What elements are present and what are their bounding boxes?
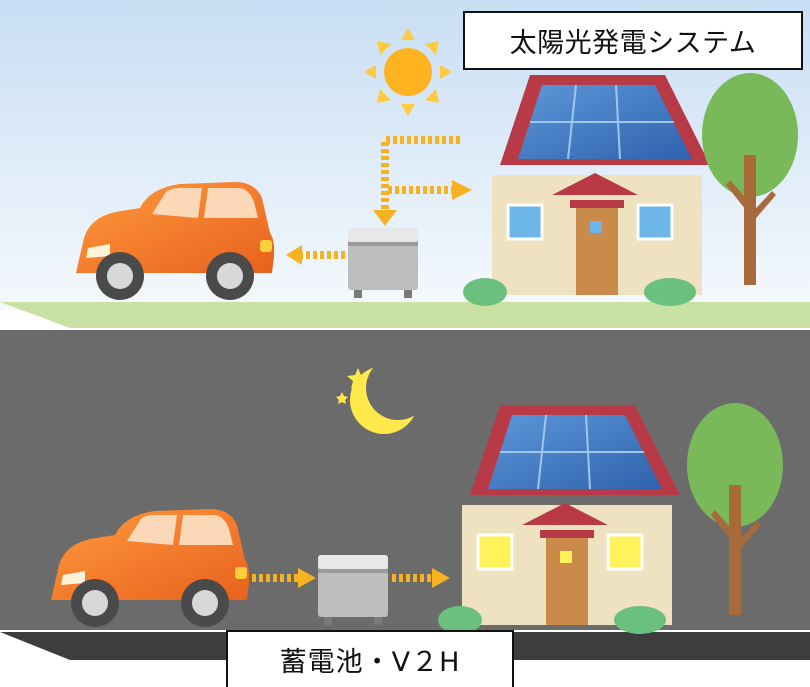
house-door-window <box>560 551 572 563</box>
house-door-window <box>590 221 602 233</box>
star-icon <box>336 368 369 404</box>
day-ground <box>0 302 810 328</box>
flow-arrowheads <box>286 180 472 265</box>
house-icon <box>491 74 711 296</box>
battery-icon <box>348 228 418 298</box>
bush <box>614 606 666 634</box>
moon-icon <box>350 356 430 434</box>
house-window <box>476 533 514 571</box>
bush <box>463 278 507 306</box>
sun-icon <box>364 28 452 116</box>
solar-system-label: 太陽光発電システム <box>463 11 803 70</box>
flow-arrowheads <box>298 568 450 588</box>
battery-v2h-label: 蓄電池・V２H <box>226 630 514 687</box>
house-window <box>506 203 544 241</box>
battery-icon <box>318 555 388 625</box>
flow-arrow-icon <box>302 136 460 259</box>
house-icon <box>461 404 681 626</box>
house-window <box>606 533 644 571</box>
bush <box>438 606 482 634</box>
bush <box>644 278 696 306</box>
house-window <box>636 203 674 241</box>
